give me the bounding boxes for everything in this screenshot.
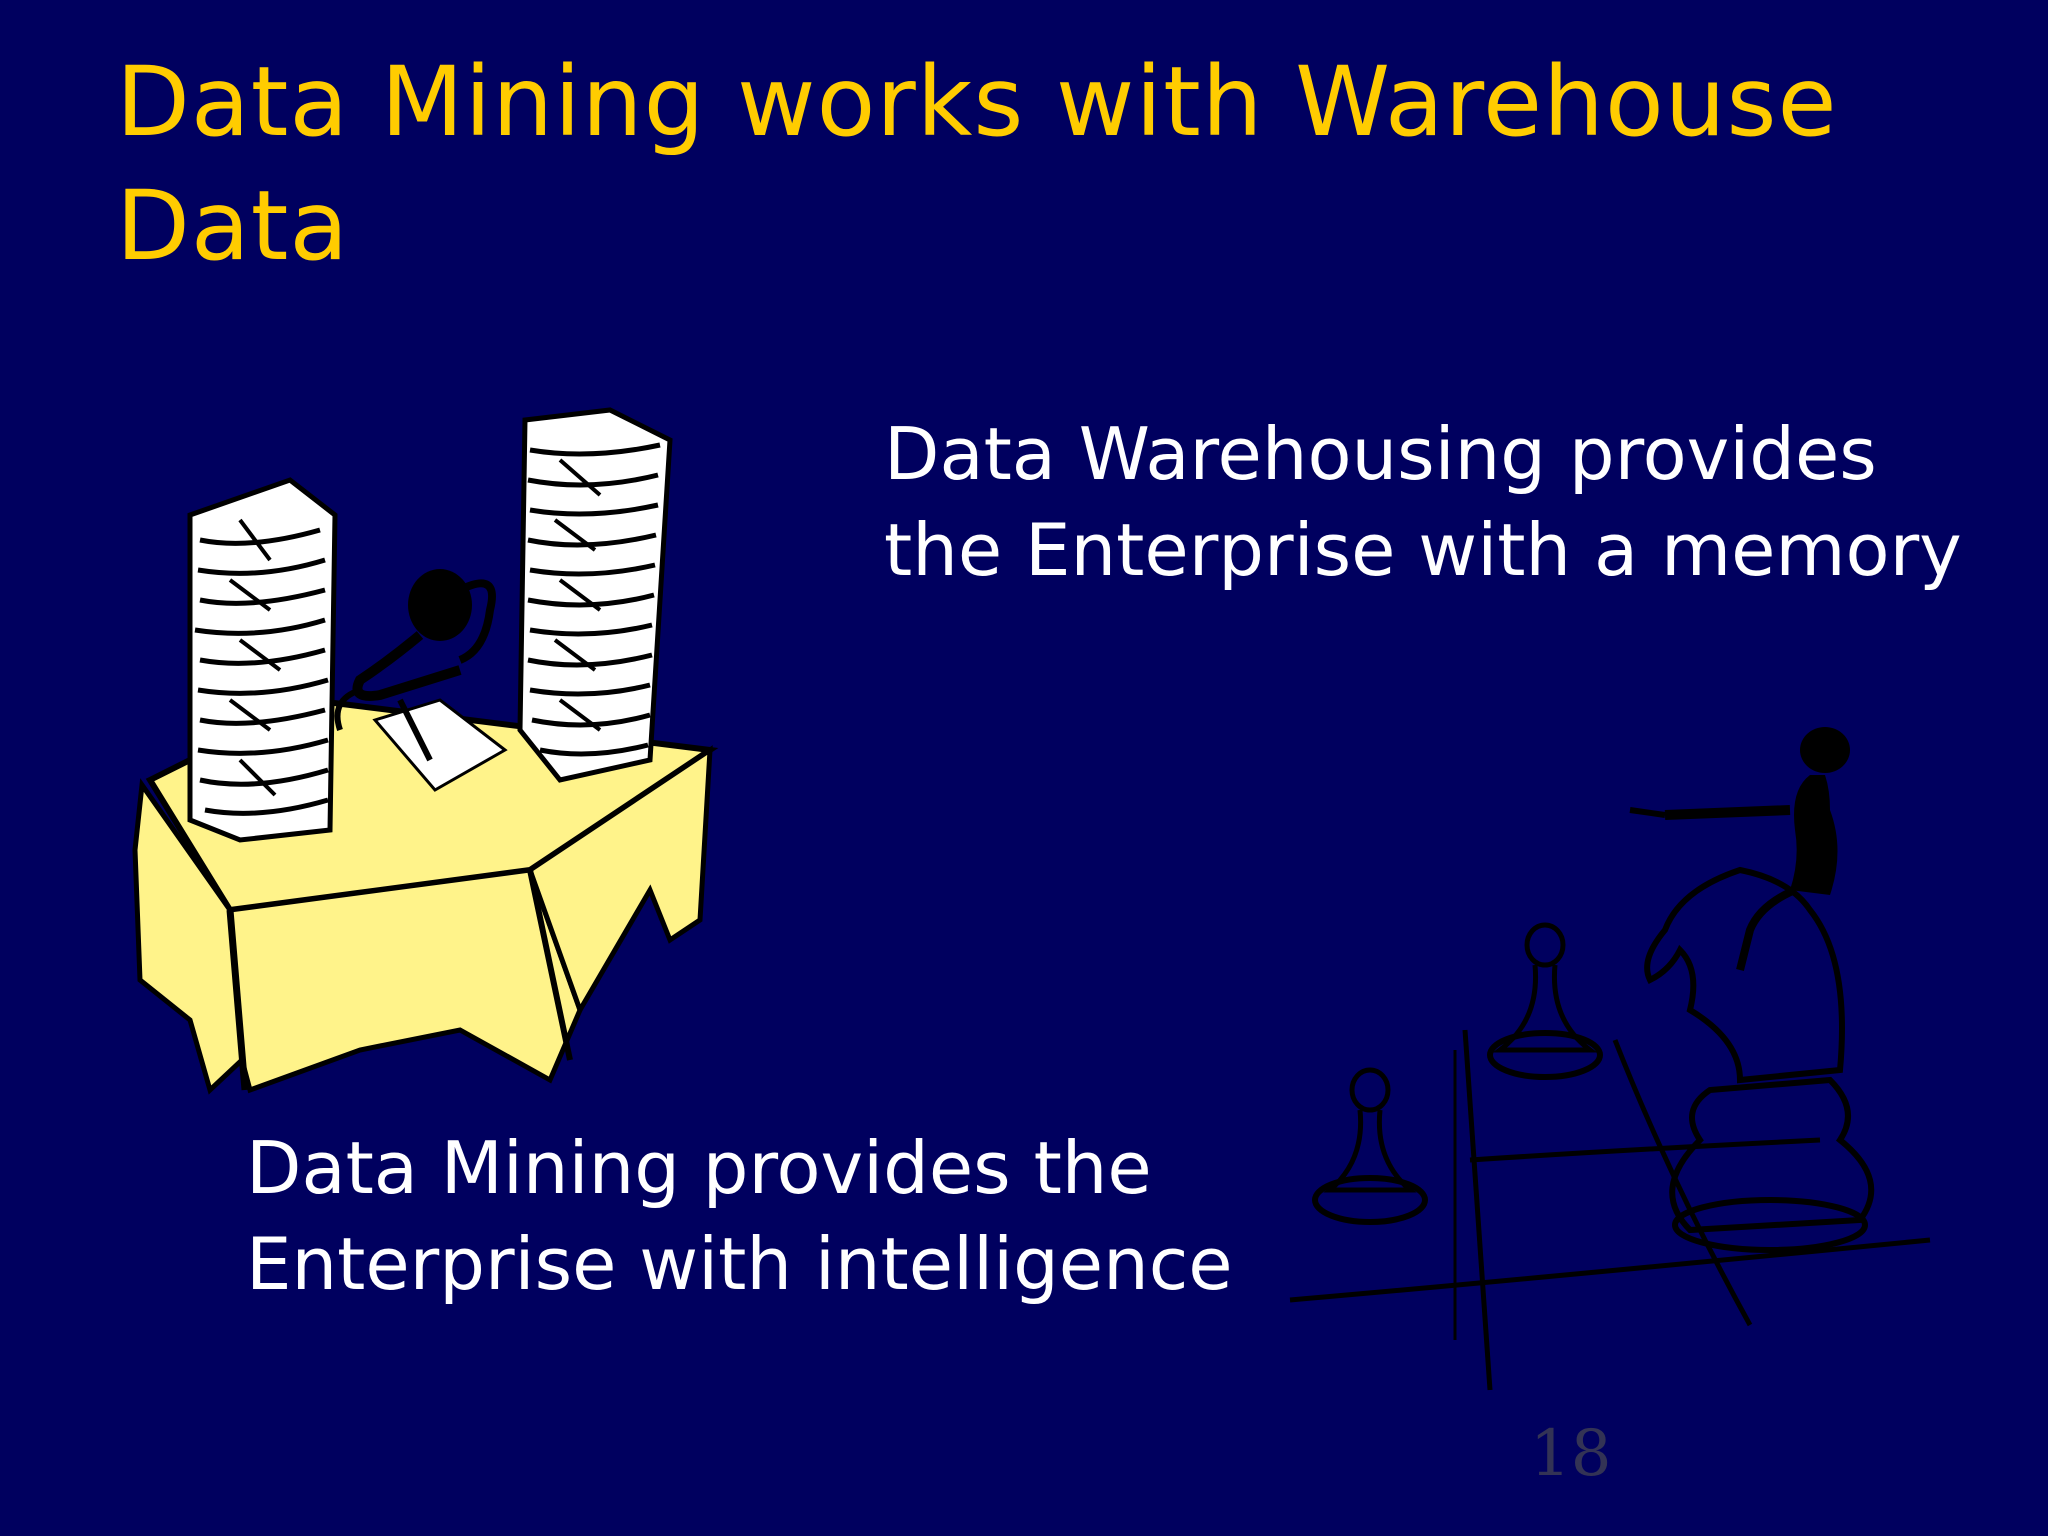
mining-statement: Data Mining provides the Enterprise with…: [246, 1126, 1233, 1306]
warehouse-statement: Data Warehousing provides the Enterprise…: [884, 412, 1962, 592]
pawn-left: [1312, 1067, 1428, 1225]
slide-title: Data Mining works with Warehouse Data: [116, 46, 1838, 282]
pawn-middle: [1487, 922, 1603, 1080]
chess-knight: [1644, 866, 1875, 1253]
page-number: 18: [1530, 1417, 1612, 1491]
rider-silhouette: [1629, 727, 1850, 971]
person-silhouette: [334, 569, 496, 731]
paper-stack-right: [517, 407, 673, 783]
chess-knight-rider-illustration: [1289, 727, 1931, 1391]
desk-paper-stacks-illustration: [132, 407, 719, 1095]
paper-stack-left: [187, 477, 338, 843]
